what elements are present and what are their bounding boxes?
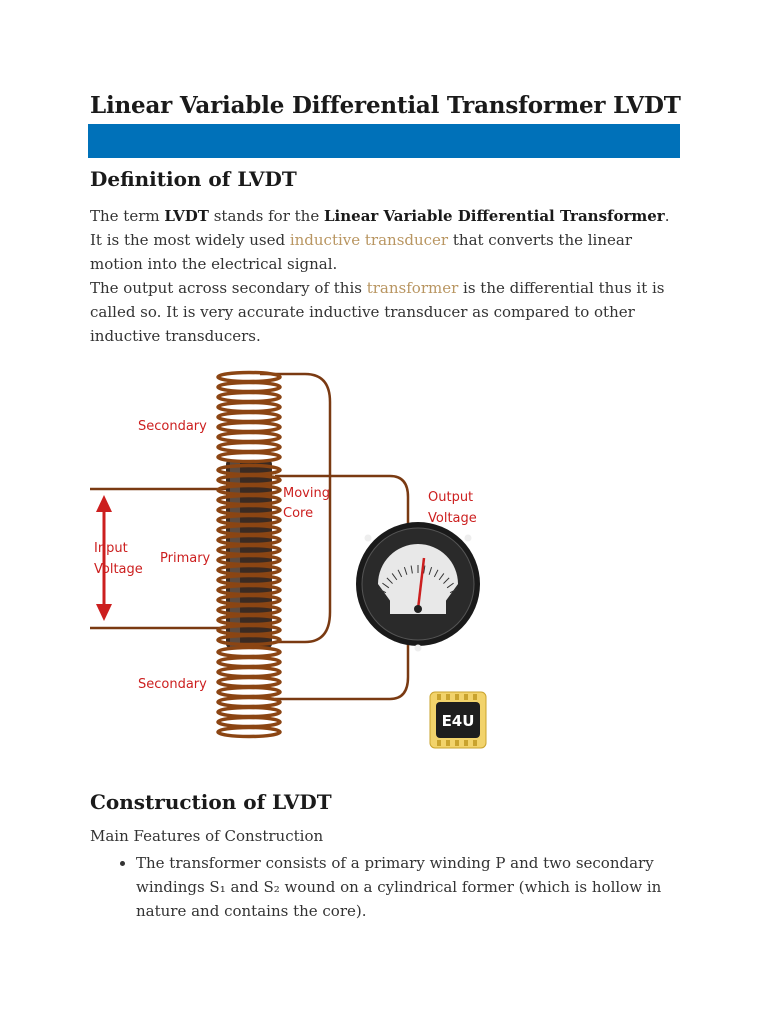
coil-turn [216,390,282,404]
voltmeter [356,522,480,652]
coil-turn [216,400,282,414]
bold-term-lvdt: LVDT [164,207,209,225]
meter-tick [410,565,413,574]
coil-turn [216,705,282,719]
transformer-link[interactable]: transformer [366,279,459,297]
meter-tick [443,577,450,584]
meter-tick [449,588,458,594]
input-arrow [96,495,112,621]
title-banner [88,124,680,158]
label-voltage: Voltage [94,562,143,577]
coil-windings [216,370,282,739]
meter-tick [433,569,439,578]
construction-heading: Construction of LVDT [90,790,332,814]
meter-tick [386,577,393,584]
meter-tick [391,573,398,581]
coil-turn [216,675,282,689]
bold-term-full-name: Linear Variable Differential Transformer [324,207,665,225]
output-bottom-wire [275,644,410,701]
meter-tick [403,566,408,575]
text-span: The output across secondary of this [90,279,367,297]
meter-tick [428,566,433,575]
coil-turn [216,410,282,424]
text-span: The term [90,207,165,225]
coil-turn [216,440,282,454]
meter-needle [416,557,426,610]
meter-tick [382,582,390,589]
label-moving: Moving [283,486,330,501]
text-span: that converts the linear motion into the… [90,231,632,273]
coil-turn [216,420,282,434]
label-primary: Primary [160,551,211,566]
feature-item: The transformer consists of a primary wi… [136,851,696,923]
coil-turn [216,430,282,444]
definition-paragraph-2: The output across secondary of this tran… [90,276,670,348]
coil-turn [216,645,282,659]
meter-screw [464,534,472,542]
meter-tick [423,565,426,574]
logo-text: E4U [442,712,475,730]
page-title: Linear Variable Differential Transformer… [90,92,681,119]
label-output: Output [428,490,473,505]
meter-tick [438,573,445,581]
text-span: . It is the most widely used [90,207,670,249]
inductive-transducer-link[interactable]: inductive transducer [289,231,449,249]
definition-paragraph-1: The term LVDT stands for the Linear Vari… [90,204,670,276]
top-secondary-loop [260,372,332,644]
label-secondary-top: Secondary [138,419,207,434]
meter-ticks [378,565,458,594]
meter-tick [397,569,403,578]
label-secondary-bottom: Secondary [138,677,207,692]
coil-turn [216,655,282,669]
coil-turn [216,665,282,679]
coil-turn [216,450,282,464]
coil-turn [216,725,282,739]
coil-turn [216,633,282,647]
coil-turn [216,715,282,729]
logo-pins [437,694,477,746]
coil-turn [216,370,282,384]
text-span: is the differential thus it is called so… [90,279,665,345]
output-top-wire [275,474,410,527]
meter-screw [414,644,422,652]
text-span: stands for the [208,207,324,225]
construction-subheading: Main Features of Construction [90,827,324,845]
feature-list: The transformer consists of a primary wi… [114,851,696,923]
e4u-logo: E4U [429,691,487,749]
lvdt-diagram: Secondary Moving Core Input Voltage Prim… [90,370,487,749]
meter-tick [378,588,387,594]
definition-heading: Definition of LVDT [90,167,297,191]
meter-screw [364,534,372,542]
coil-turn [216,685,282,699]
meter-tick [446,582,454,589]
label-core: Core [283,506,313,521]
label-input: Input [94,541,128,556]
label-output-voltage: Voltage [428,511,477,526]
coil-turn [216,380,282,394]
wires [90,372,410,701]
coil-turn [216,695,282,709]
